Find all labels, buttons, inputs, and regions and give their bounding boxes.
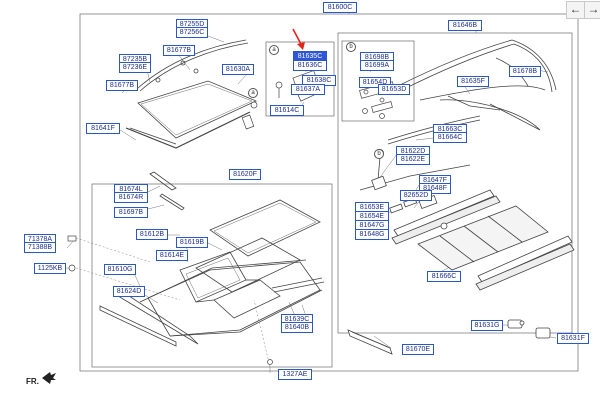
inset-b <box>341 40 415 122</box>
part-label-81677b[interactable]: 81677B <box>163 45 195 56</box>
part-label-87256c[interactable]: 87256C <box>176 27 208 38</box>
part-label-81654d[interactable]: 81654D <box>359 77 391 88</box>
callout-b1: b <box>374 149 384 159</box>
front-direction-label: FR. <box>26 377 39 386</box>
main-frame <box>79 13 579 372</box>
part-label-81622e[interactable]: 81622E <box>396 154 430 165</box>
part-label-81614c[interactable]: 81614C <box>270 105 304 116</box>
front-direction-arrow <box>42 372 56 384</box>
part-label-1327ae[interactable]: 1327AE <box>278 369 312 380</box>
forward-button[interactable]: → <box>584 1 600 19</box>
part-label-81610g[interactable]: 81610G <box>104 264 136 275</box>
part-label-81674r[interactable]: 81674R <box>114 192 148 203</box>
part-label-81600c[interactable]: 81600C <box>323 2 357 13</box>
part-label-81699a[interactable]: 81699A <box>360 60 394 71</box>
part-label-81637a[interactable]: 81637A <box>291 84 325 95</box>
part-label-87236e[interactable]: 87236E <box>119 62 151 73</box>
part-label-81678b[interactable]: 81678B <box>509 66 541 77</box>
callout-a2: a <box>269 45 279 55</box>
guide-dashes <box>75 237 271 368</box>
part-label-81653d[interactable]: 81653D <box>378 84 410 95</box>
part-label-81612b[interactable]: 81612B <box>136 229 168 240</box>
motor-parts <box>507 319 551 339</box>
hardware-bolts <box>67 235 273 365</box>
part-label-81619b[interactable]: 81619B <box>176 237 208 248</box>
part-label-82652d[interactable]: 82652D <box>400 190 432 201</box>
part-label-81640b[interactable]: 81640B <box>281 322 313 333</box>
part-label-81641f[interactable]: 81641F <box>86 123 120 134</box>
part-label-81614e[interactable]: 81614E <box>156 250 188 261</box>
pointer-arrow <box>292 28 305 50</box>
part-label-81636c[interactable]: 81636C <box>293 60 327 71</box>
part-label-1125kb[interactable]: 1125KB <box>34 263 66 274</box>
frames <box>79 13 579 372</box>
arrow-left-icon: ← <box>569 2 582 16</box>
arrow-right-icon: → <box>587 2 600 16</box>
rails-and-blind <box>389 189 575 291</box>
part-label-81664c[interactable]: 81664C <box>433 132 467 143</box>
bottom-bar-art <box>347 329 393 355</box>
subframe-glass-assy <box>91 183 333 368</box>
part-label-81624d[interactable]: 81624D <box>113 286 145 297</box>
subframe-sunroof-frame <box>337 32 573 334</box>
back-button[interactable]: ← <box>566 1 585 19</box>
glass-assembly-art <box>99 171 325 347</box>
part-label-81670e[interactable]: 81670E <box>402 344 434 355</box>
callout-a1: a <box>248 88 258 98</box>
part-label-81697b[interactable]: 81697B <box>114 207 148 218</box>
glass-panel-81630a <box>125 80 257 149</box>
part-label-81631g[interactable]: 81631G <box>471 320 503 331</box>
part-label-71388b[interactable]: 71388B <box>24 242 56 253</box>
part-label-81630a[interactable]: 81630A <box>222 64 254 75</box>
callout-b2: b <box>346 42 356 52</box>
part-label-81620f[interactable]: 81620F <box>229 169 261 180</box>
part-label-81646b[interactable]: 81646B <box>448 20 482 31</box>
part-label-81677b[interactable]: 81677B <box>106 80 138 91</box>
part-label-81631f[interactable]: 81631F <box>557 333 589 344</box>
part-label-81635f[interactable]: 81635F <box>457 76 489 87</box>
part-label-81648f[interactable]: 81648F <box>419 183 451 194</box>
part-label-81666c[interactable]: 81666C <box>427 271 461 282</box>
part-label-81648g[interactable]: 81648G <box>355 229 389 240</box>
